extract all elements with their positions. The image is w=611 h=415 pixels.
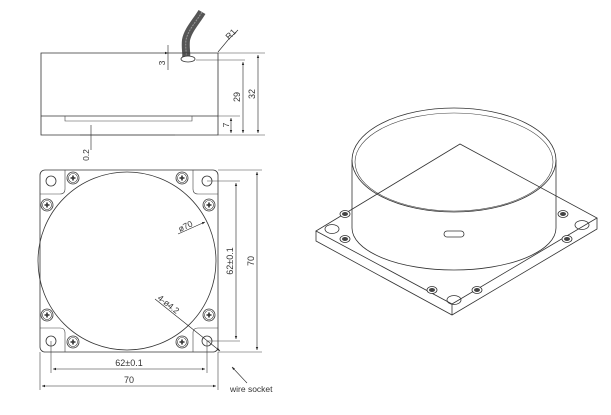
- screw-icon: [557, 210, 569, 218]
- dim-gap: 0.2: [81, 149, 91, 161]
- wire-socket-icon: [443, 230, 465, 238]
- dim-holes: 4-ø4.2: [156, 293, 182, 316]
- dim-overall-vertical: 70: [246, 256, 256, 266]
- dim-wire-offset: 3: [157, 60, 167, 65]
- top-view: ø70 4-ø4.2 62±0.1 70 62±0.1 70 wire sock…: [37, 169, 273, 394]
- screw-icon: [426, 286, 438, 294]
- dim-radius: R1: [223, 26, 238, 41]
- screw-icon: [40, 198, 54, 212]
- side-view: 3 R1 29 32 7 0.2: [40, 9, 265, 161]
- dim-hole-spacing-vertical: 62±0.1: [225, 247, 235, 274]
- screw-icon: [202, 198, 216, 212]
- dim-hole-spacing-horizontal: 62±0.1: [115, 358, 142, 368]
- mount-hole: [45, 175, 57, 187]
- dim-total-height: 32: [247, 89, 257, 99]
- dim-overall-horizontal: 70: [124, 375, 134, 385]
- screw-icon: [66, 335, 80, 349]
- screw-icon: [202, 308, 216, 322]
- screw-icon: [175, 335, 189, 349]
- screw-icon: [66, 171, 80, 185]
- dim-body-height: 29: [232, 92, 242, 102]
- dim-diameter: ø70: [177, 218, 195, 233]
- iso-view: [315, 107, 598, 316]
- cable-icon: [180, 9, 206, 63]
- screw-icon: [561, 235, 573, 243]
- screw-icon: [40, 308, 54, 322]
- screw-icon: [471, 286, 483, 294]
- wire-socket-label: wire socket: [229, 384, 273, 394]
- dim-base-height: 7: [221, 122, 231, 127]
- screw-icon: [175, 171, 189, 185]
- screw-icon: [339, 210, 351, 218]
- screw-icon: [339, 235, 351, 243]
